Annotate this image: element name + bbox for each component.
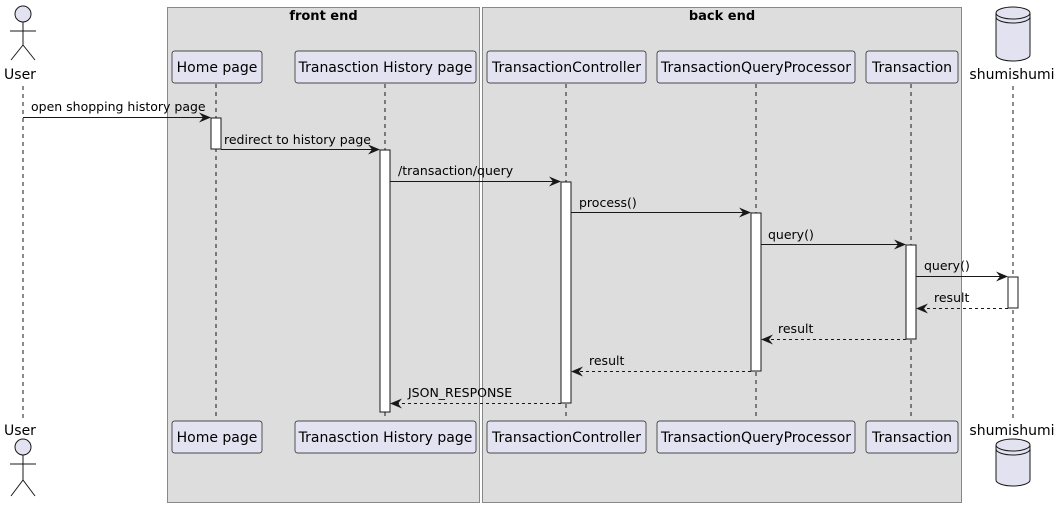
message-label: result	[934, 290, 969, 305]
database-icon	[995, 6, 1031, 62]
activation-history	[379, 149, 391, 413]
participant-label: Tranasction History page	[298, 60, 473, 76]
participant-label: Home page	[177, 60, 258, 76]
activations	[210, 117, 1019, 413]
participant-label: User	[4, 423, 36, 439]
activation-controller	[560, 181, 572, 404]
message-label: query()	[924, 258, 970, 273]
actor-icon	[10, 5, 36, 61]
participant-db-bottom: shumishumi	[969, 423, 1055, 487]
participant-home-bottom: Home page	[171, 420, 263, 454]
message-label: /transaction/query	[398, 163, 514, 178]
message-label: process()	[579, 195, 637, 210]
group-front-end	[167, 7, 480, 503]
participant-qp-bottom: TransactionQueryProcessor	[656, 420, 856, 454]
activation-db	[1007, 276, 1019, 309]
participant-label: TransactionController	[491, 430, 641, 446]
participant-user-bottom: User	[4, 423, 36, 497]
participant-label: shumishumi	[969, 423, 1054, 439]
messages	[23, 112, 1008, 409]
participant-label: Transaction	[871, 430, 952, 446]
participant-label: Tranasction History page	[298, 430, 473, 446]
database-icon	[995, 438, 1031, 487]
participant-label: User	[4, 67, 36, 83]
message-label: redirect to history page	[224, 132, 371, 147]
message-label: open shopping history page	[31, 99, 206, 114]
activation-txn	[905, 244, 917, 340]
participant-txn-top: Transaction	[865, 50, 959, 84]
participant-label: TransactionQueryProcessor	[660, 430, 851, 446]
participant-label: TransactionController	[491, 60, 641, 76]
participant-label: Home page	[177, 430, 258, 446]
activation-qp	[750, 212, 762, 372]
participant-controller-bottom: TransactionController	[486, 420, 647, 454]
participant-txn-bottom: Transaction	[865, 420, 959, 454]
message-label: query()	[768, 227, 814, 242]
group-back-end-title: back end	[689, 9, 755, 24]
message-label: result	[589, 353, 624, 368]
participant-user-top: User	[4, 5, 36, 83]
participant-qp-top: TransactionQueryProcessor	[656, 50, 856, 84]
participant-db-top: shumishumi	[969, 6, 1055, 83]
participant-home-top: Home page	[171, 50, 263, 84]
participant-history-top: Tranasction History page	[294, 50, 477, 84]
message-label: result	[778, 321, 813, 336]
participant-history-bottom: Tranasction History page	[294, 420, 477, 454]
activation-home	[210, 117, 222, 150]
participant-label: Transaction	[871, 60, 952, 76]
participant-label: TransactionQueryProcessor	[660, 60, 851, 76]
participant-controller-top: TransactionController	[486, 50, 647, 84]
group-front-end-title: front end	[289, 9, 357, 24]
actor-icon	[10, 438, 36, 497]
message-label: JSON_RESPONSE	[407, 385, 512, 400]
participant-label: shumishumi	[969, 67, 1054, 83]
